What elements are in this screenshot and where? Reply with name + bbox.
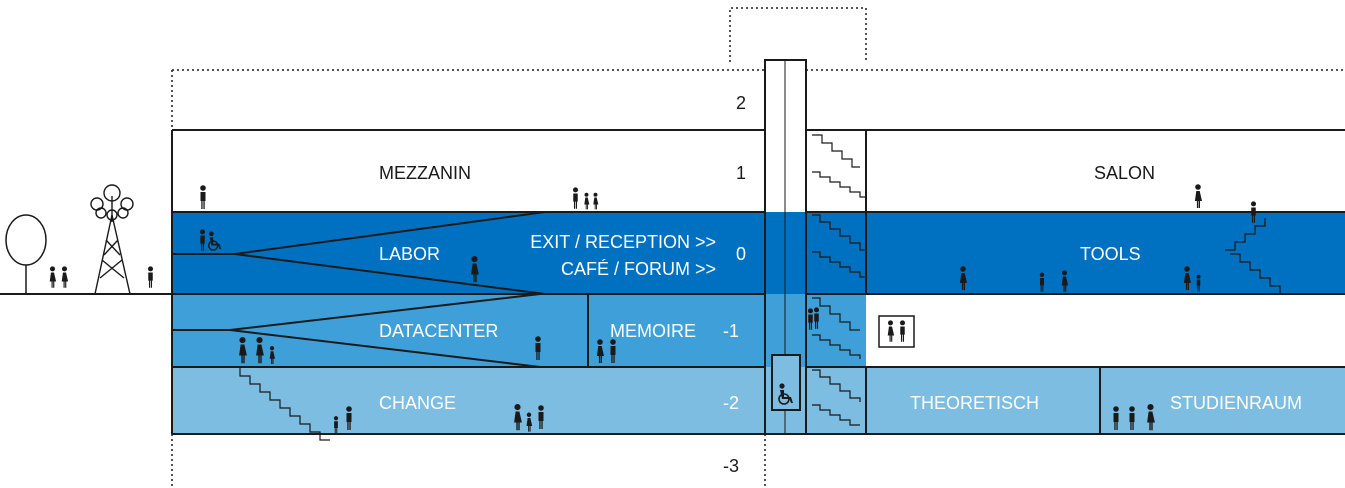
room-label-cafe-forum: CAFÉ / FORUM >> (561, 259, 716, 279)
room-label-change: CHANGE (379, 393, 456, 413)
building-outline (0, 7, 1345, 488)
floor-minus1-band (172, 294, 866, 367)
floor-0-band (172, 212, 1345, 294)
room-label-tools: TOOLS (1080, 244, 1141, 264)
room-label-memoire: MEMOIRE (610, 321, 696, 341)
antenna-tower-icon (90, 184, 134, 295)
person-icon (147, 266, 154, 288)
level-label-1: 1 (736, 163, 746, 183)
room-label-studienraum: STUDIENRAUM (1170, 393, 1302, 413)
room-label-labor: LABOR (379, 244, 440, 264)
person-icon (61, 266, 69, 288)
person-icon (572, 187, 579, 209)
tools-stairs (1225, 211, 1290, 295)
room-label-mezzanin: MEZZANIN (379, 163, 471, 183)
level-label-minus3: -3 (723, 456, 739, 476)
staircase (805, 130, 866, 434)
person-icon (584, 192, 590, 210)
change-stairs (239, 368, 330, 441)
level-label-0: 0 (736, 244, 746, 264)
level-label-minus1: -1 (723, 321, 739, 341)
room-label-theoretisch: THEORETISCH (910, 393, 1039, 413)
tree-icon (5, 214, 47, 294)
restroom-icon (878, 315, 915, 348)
person-icon (49, 266, 57, 288)
room-label-datacenter: DATACENTER (379, 321, 498, 341)
floor-minus2-band (172, 367, 1345, 434)
level-label-minus2: -2 (723, 393, 739, 413)
room-label-exit-reception: EXIT / RECEPTION >> (530, 232, 716, 252)
room-label-salon: SALON (1094, 163, 1155, 183)
person-icon (200, 185, 206, 209)
person-icon (1194, 184, 1202, 208)
level-label-2: 2 (736, 93, 746, 113)
person-icon (593, 192, 599, 210)
